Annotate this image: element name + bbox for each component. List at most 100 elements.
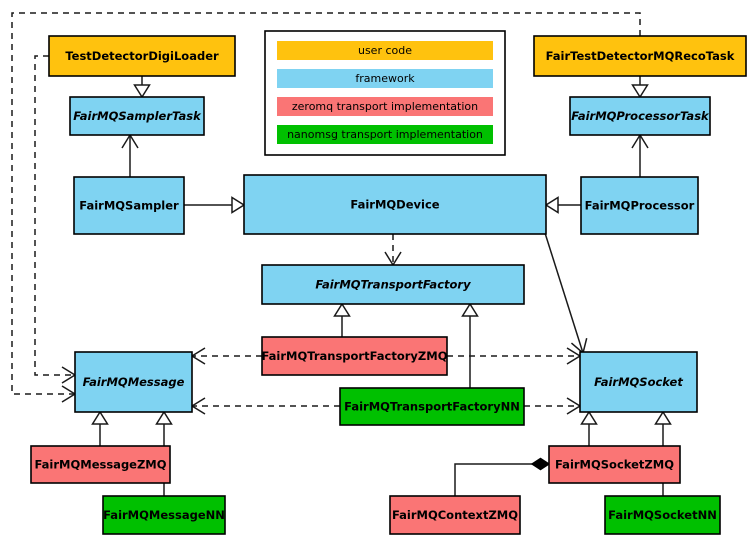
edges-layer [11,12,672,496]
edge-transportfactorynn-creates-message [190,397,340,415]
edge-messagezmq-inherits-message-arrowhead [91,410,109,425]
edge-sampler-inherits-device [184,196,246,214]
edge-recotask-inherits-processortask-arrowhead [631,84,649,99]
class-node-FairMQSampler[interactable]: FairMQSampler [73,176,185,235]
edge-transportfactorynn-inherits-transportfactory-arrowhead [461,302,479,317]
class-node-FairMQDevice[interactable]: FairMQDevice [243,174,547,235]
edge-device-uses-socket [544,232,588,355]
class-box-FairMQTransportFactoryNN[interactable] [339,387,525,426]
edge-digiloader-uses-message-line [34,55,75,376]
legend-item-3: nanomsg transport implementation [277,125,493,144]
edge-recotask-uses-message-line [11,12,641,395]
edge-device-depends-transportfactory [384,234,402,267]
edge-socketzmq-inherits-socket-arrowhead [580,410,598,425]
edge-digiloader-uses-message [34,55,77,384]
class-box-FairMQSocketZMQ[interactable] [548,445,681,484]
class-label-FairMQMessageZMQ: FairMQMessageZMQ [34,458,166,472]
class-box-FairMQMessageNN[interactable] [102,495,226,535]
class-node-FairMQSamplerTask[interactable]: FairMQSamplerTask [69,96,205,136]
edge-processor-uses-processortask [631,133,649,177]
class-box-TestDetectorDigiLoader[interactable] [48,35,236,77]
class-label-FairTestDetectorMQRecoTask: FairTestDetectorMQRecoTask [546,49,735,63]
edge-transportfactoryzmq-inherits-transportfactory [333,302,351,337]
class-box-FairMQSocket[interactable] [579,351,698,413]
class-box-FairMQTransportFactoryZMQ[interactable] [261,336,448,376]
legend-label-3: nanomsg transport implementation [287,128,483,141]
edge-sampler-uses-samplertask [121,133,139,177]
class-box-FairMQMessage[interactable] [74,351,193,413]
edge-transportfactoryzmq-creates-message [190,347,262,365]
edge-contextzmq-composed-in-socketzmq [454,457,551,496]
class-label-FairMQTransportFactory: FairMQTransportFactory [315,278,471,292]
class-label-FairMQSampler: FairMQSampler [79,199,179,213]
class-box-FairMQMessageZMQ[interactable] [30,445,171,484]
legend-swatch-0 [277,41,493,60]
class-node-FairMQSocketZMQ[interactable]: FairMQSocketZMQ [548,445,681,484]
edge-sampler-inherits-device-arrowhead [231,196,246,214]
class-label-FairMQTransportFactoryZMQ: FairMQTransportFactoryZMQ [261,349,447,363]
class-label-FairMQDevice: FairMQDevice [350,198,439,212]
edge-processor-inherits-device [544,196,581,214]
edge-transportfactorynn-creates-socket [524,397,582,415]
class-box-FairMQSampler[interactable] [73,176,185,235]
nodes-layer: TestDetectorDigiLoader FairTestDetectorMQ… [30,35,747,535]
edge-contextzmq-composed-in-socketzmq-arrowhead [530,457,551,471]
legend-swatch-2 [277,97,493,116]
legend-swatch-1 [277,69,493,88]
edge-socketzmq-inherits-socket [580,410,598,446]
class-label-FairMQSocketZMQ: FairMQSocketZMQ [555,458,674,472]
edge-transportfactoryzmq-creates-socket [447,347,582,365]
class-node-FairMQSocket[interactable]: FairMQSocket [579,351,698,413]
class-node-FairMQTransportFactoryNN[interactable]: FairMQTransportFactoryNN [339,387,525,426]
edge-digiloader-inherits-samplertask-arrowhead [133,84,151,99]
class-box-FairTestDetectorMQRecoTask[interactable] [533,35,747,77]
class-node-FairMQContextZMQ[interactable]: FairMQContextZMQ [389,495,521,535]
class-node-FairTestDetectorMQRecoTask[interactable]: FairTestDetectorMQRecoTask [533,35,747,77]
edge-socketnn-inherits-socket-arrowhead [654,410,672,425]
class-label-FairMQMessage: FairMQMessage [83,375,185,389]
edge-digiloader-inherits-samplertask [133,76,151,99]
class-node-FairMQProcessorTask[interactable]: FairMQProcessorTask [569,96,711,136]
class-box-FairMQSocketNN[interactable] [604,495,721,535]
class-box-FairMQProcessor[interactable] [580,176,699,235]
class-node-FairMQProcessor[interactable]: FairMQProcessor [580,176,699,235]
legend-layer: user code framework zeromq transport imple… [264,30,506,156]
legend-label-2: zeromq transport implementation [292,100,478,113]
class-node-FairMQTransportFactory[interactable]: FairMQTransportFactory [261,264,525,305]
legend-label-1: framework [355,72,415,85]
edge-contextzmq-composed-in-socketzmq-line [454,463,532,496]
edge-processor-inherits-device-arrowhead [544,196,559,214]
legend-item-2: zeromq transport implementation [277,97,493,116]
class-box-FairMQDevice[interactable] [243,174,547,235]
class-box-FairMQTransportFactory[interactable] [261,264,525,305]
class-node-FairMQMessageNN[interactable]: FairMQMessageNN [102,495,226,535]
class-node-FairMQSocketNN[interactable]: FairMQSocketNN [604,495,721,535]
class-label-FairMQSocketNN: FairMQSocketNN [608,508,717,522]
class-label-TestDetectorDigiLoader: TestDetectorDigiLoader [65,49,219,63]
legend-swatch-3 [277,125,493,144]
class-box-FairMQContextZMQ[interactable] [389,495,521,535]
edge-messagezmq-inherits-message [91,410,109,446]
edge-device-uses-socket-line [544,232,584,354]
class-box-FairMQProcessorTask[interactable] [569,96,711,136]
class-label-FairMQProcessor: FairMQProcessor [585,199,695,213]
class-label-FairMQSocket: FairMQSocket [594,375,683,389]
edge-transportfactoryzmq-inherits-transportfactory-arrowhead [333,302,351,317]
class-label-FairMQMessageNN: FairMQMessageNN [103,508,225,522]
legend-label-0: user code [358,44,412,57]
edge-messagenn-inherits-message-arrowhead [155,410,173,425]
class-node-FairMQTransportFactoryZMQ[interactable]: FairMQTransportFactoryZMQ [261,336,448,376]
class-label-FairMQSamplerTask: FairMQSamplerTask [73,109,202,123]
class-label-FairMQTransportFactoryNN: FairMQTransportFactoryNN [344,400,520,414]
class-node-FairMQMessageZMQ[interactable]: FairMQMessageZMQ [30,445,171,484]
class-label-FairMQProcessorTask: FairMQProcessorTask [571,109,710,123]
edge-transportfactorynn-inherits-transportfactory [461,302,479,388]
class-node-TestDetectorDigiLoader[interactable]: TestDetectorDigiLoader [48,35,236,77]
legend-item-0: user code [277,41,493,60]
class-box-FairMQSamplerTask[interactable] [69,96,205,136]
legend-item-1: framework [277,69,493,88]
class-node-FairMQMessage[interactable]: FairMQMessage [74,351,193,413]
class-label-FairMQContextZMQ: FairMQContextZMQ [392,508,518,522]
